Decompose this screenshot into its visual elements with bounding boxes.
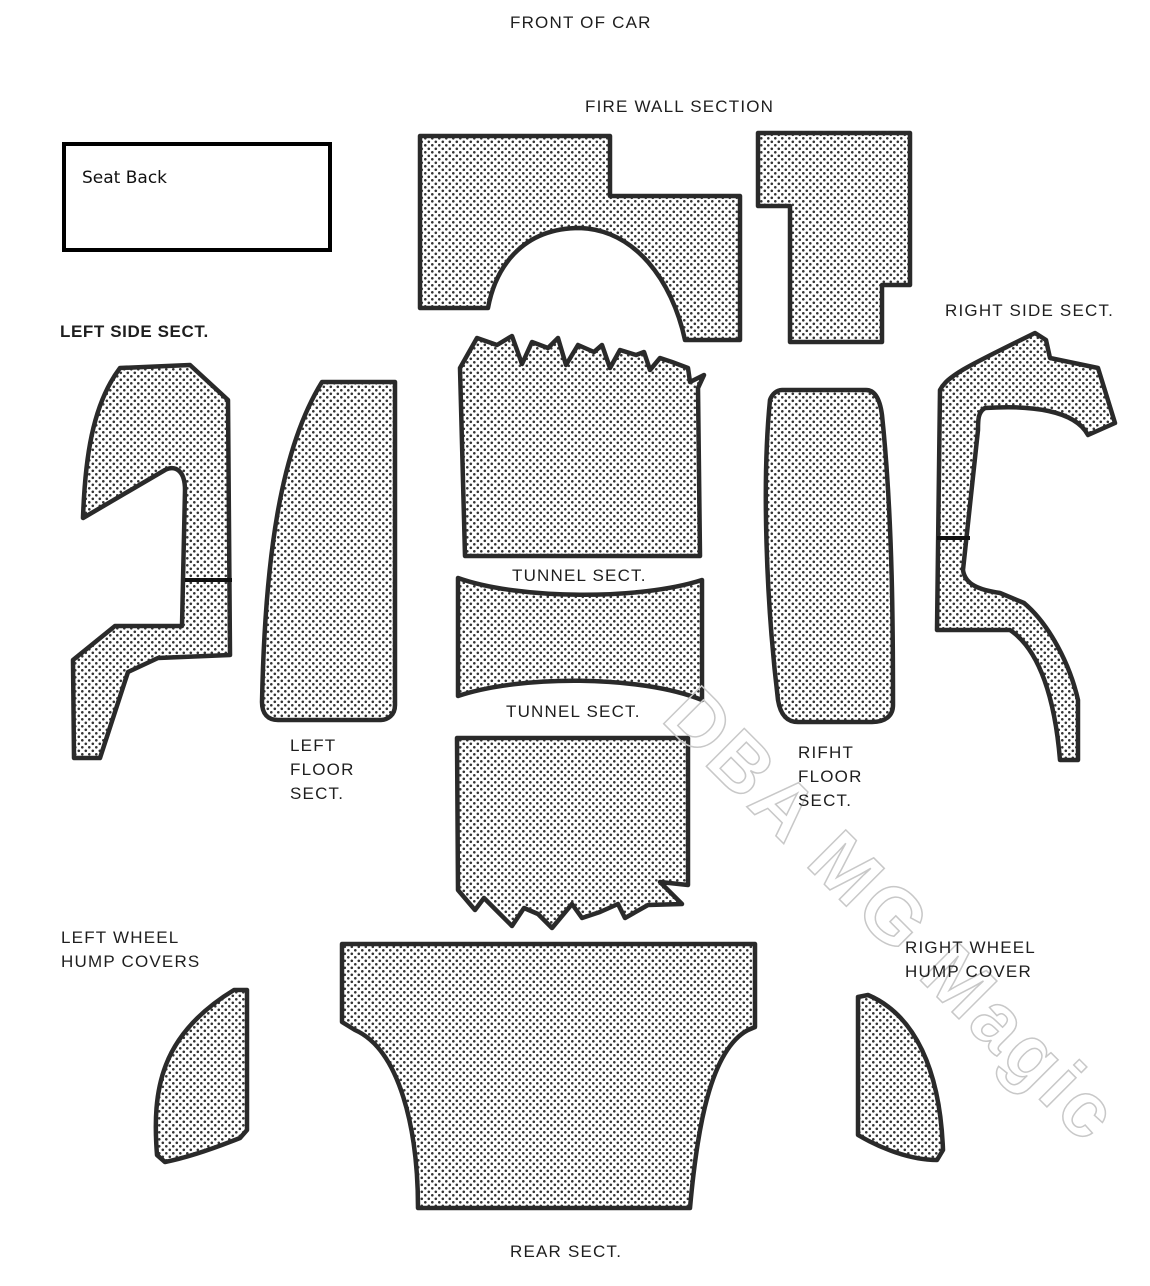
tunnel-lower-label: TUNNEL SECT.	[506, 702, 641, 721]
tunnel-bottom-piece	[454, 735, 691, 931]
right-wheel-hump-label: RIGHT WHEEL HUMP COVER	[905, 938, 1036, 981]
seat-back-label: Seat Back	[82, 168, 168, 188]
left-side-piece	[70, 362, 233, 761]
right-side-piece	[934, 330, 1118, 763]
rear-piece	[339, 941, 758, 1211]
left-floor-label: LEFT FLOOR SECT.	[290, 736, 355, 803]
right-side-label: RIGHT SIDE SECT.	[945, 301, 1115, 320]
tunnel-middle-piece	[455, 575, 705, 703]
right-floor-label: RIFHT FLOOR SECT.	[798, 743, 863, 810]
tunnel-upper-label: TUNNEL SECT.	[512, 566, 647, 585]
seat-back-box: Seat Back	[62, 142, 332, 252]
left-wheel-hump-piece	[153, 987, 250, 1165]
left-floor-piece	[259, 379, 398, 723]
tunnel-top-piece	[457, 333, 707, 559]
fire-wall-right-piece	[755, 130, 913, 345]
front-of-car-label: FRONT OF CAR	[510, 13, 652, 32]
fire-wall-left-piece	[417, 133, 743, 343]
right-wheel-hump-piece	[855, 992, 946, 1163]
right-floor-piece	[763, 387, 896, 725]
left-side-label: LEFT SIDE SECT.	[60, 322, 209, 341]
rear-section-label: REAR SECT.	[510, 1242, 623, 1261]
left-wheel-hump-label: LEFT WHEEL HUMP COVERS	[61, 928, 201, 971]
fire-wall-section-label: FIRE WALL SECTION	[585, 97, 775, 116]
